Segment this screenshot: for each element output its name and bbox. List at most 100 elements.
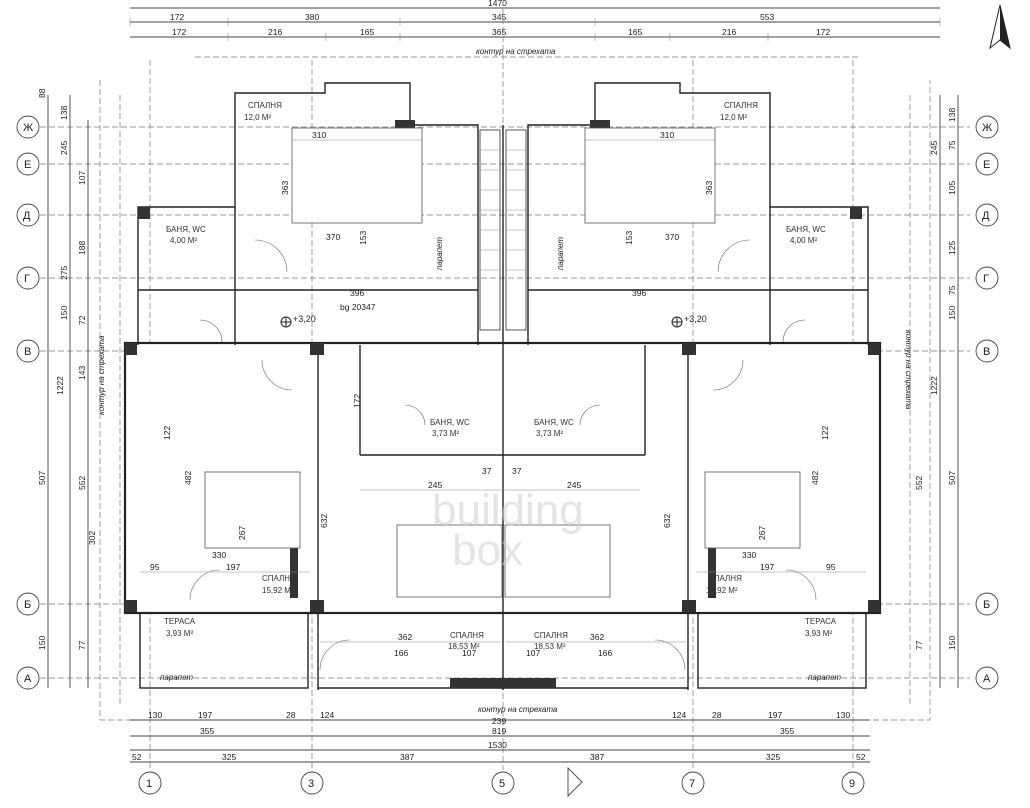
dim-right-a-5: 125 (947, 241, 957, 255)
dim-inner-267-left: 267 (237, 526, 247, 540)
dim-right-a-8: 507 (947, 471, 957, 485)
dim-left-b-4: 302 (87, 531, 97, 545)
dim-inner-396-right: 396 (632, 288, 646, 298)
axis-bubble-1 (138, 771, 162, 795)
axis-label-left-e: Е (24, 159, 31, 171)
dim-inner-122-left: 122 (162, 426, 172, 440)
left-dimension-chains: 88 138 245 275 150 72 143 507 150 1222 1… (37, 88, 97, 688)
dim-inner-310-right: 310 (660, 130, 674, 140)
label-parapet-left: парапет (160, 673, 193, 682)
dim-top-r1-1: 172 (170, 12, 184, 22)
right-axis-bubbles: Ж Е Д Г В Б А (975, 115, 999, 690)
dim-inner-482-left: 482 (183, 471, 193, 485)
dim-bot-r4-6: 52 (856, 752, 866, 762)
axis-label-left-zh: Ж (23, 122, 33, 134)
dim-inner-370-right: 370 (665, 232, 679, 242)
dim-inner-482-right: 482 (810, 471, 820, 485)
dim-top-r2-5: 165 (628, 27, 642, 37)
dim-top-r2-1: 172 (172, 27, 186, 37)
axis-label-right-e: Е (983, 159, 990, 171)
dim-bot-r4-3: 387 (400, 752, 414, 762)
dim-inner-122-right: 122 (820, 426, 830, 440)
dim-right-a-2: 75 (947, 140, 957, 150)
axis-label-right-g: Г (983, 273, 989, 285)
dim-right-a-7: 150 (947, 306, 957, 320)
dim-inner-166-left: 166 (394, 648, 408, 658)
axis-bubble-right-a (975, 666, 999, 690)
dim-inner-172: 172 (352, 394, 362, 408)
dim-left-b-2: 188 (77, 241, 87, 255)
dim-inner-95-left: 95 (150, 562, 160, 572)
dim-inner-197-left: 197 (226, 562, 240, 572)
dim-inner-363-left: 363 (280, 181, 290, 195)
bed-mid-right (704, 471, 801, 549)
axis-label-9: 9 (849, 778, 855, 790)
dim-bot-r1-3: 28 (286, 710, 296, 720)
room-labels: СПАЛНЯ 12,0 M² СПАЛНЯ 12,0 M² БАНЯ, WC 4… (160, 101, 841, 682)
dim-bot-r1-7: 28 (712, 710, 722, 720)
dim-top-r1-2: 380 (305, 12, 319, 22)
axis-bubble-right-b (975, 592, 999, 616)
room-area-terrace-right: 3,93 M² (805, 629, 832, 638)
door-swings (189, 239, 817, 671)
dim-inner-330-left: 330 (212, 550, 226, 560)
dim-top-r2-3: 165 (360, 27, 374, 37)
dim-left-a-1: 88 (37, 88, 47, 98)
dim-top-r2-4: 365 (492, 27, 506, 37)
dim-inner-197-right: 197 (760, 562, 774, 572)
dim-inner-363-right: 363 (704, 181, 714, 195)
terrace-left-outline (139, 612, 309, 689)
dim-inner-396-left: 396 (350, 288, 364, 298)
axis-bubble-left-g (16, 266, 40, 290)
label-roof-contour-bottom: контур на стрехата (478, 705, 558, 714)
room-area-bedroom-bottom-left: 18,53 M² (448, 642, 480, 651)
dim-inner-245-left: 245 (428, 480, 442, 490)
dim-inner-153-left: 153 (358, 231, 368, 245)
level-right: +3,20 (684, 314, 707, 324)
dim-bot-r1-5: 239 (492, 716, 506, 726)
axis-bubble-left-d (16, 203, 40, 227)
dim-right-a-6: 75 (947, 285, 957, 295)
dim-left-a-8: 507 (37, 471, 47, 485)
dim-right-a-9: 150 (947, 636, 957, 650)
dim-bot-r2-2: 819 (492, 726, 506, 736)
dim-inner-632-right: 632 (662, 514, 672, 528)
dim-inner-267-right: 267 (757, 526, 767, 540)
dim-inner-362-left: 362 (398, 632, 412, 642)
dim-right-a-1: 138 (947, 108, 957, 122)
watermark: building box bg 20347 (340, 302, 584, 575)
dim-bot-r1-2: 197 (198, 710, 212, 720)
room-name-bedroom-mid-right: СПАЛНЯ (708, 574, 742, 583)
axis-bubble-left-b (16, 592, 40, 616)
axis-label-1: 1 (146, 778, 152, 790)
dim-inner-166-right: 166 (598, 648, 612, 658)
axis-bubble-left-zh (16, 115, 40, 139)
axis-bubble-right-g (975, 266, 999, 290)
axis-bubble-9 (841, 771, 865, 795)
level-marks: +3,20 +3,20 (280, 314, 707, 328)
dim-inner-632-left: 632 (319, 514, 329, 528)
dim-bot-r2-1: 355 (200, 726, 214, 736)
room-area-bedroom-top-right: 12,0 M² (720, 113, 747, 122)
dim-bot-r1-9: 130 (836, 710, 850, 720)
room-name-bath-center-left: БАНЯ, WC (430, 418, 470, 427)
dim-bot-r4-5: 325 (766, 752, 780, 762)
axis-bubble-5 (491, 771, 515, 795)
furniture-beds (204, 127, 801, 598)
room-name-bath-center-right: БАНЯ, WC (534, 418, 574, 427)
dim-right-b-2: 77 (914, 640, 924, 650)
axis-bubble-left-e (16, 152, 40, 176)
dim-inner-153-right: 153 (624, 231, 634, 245)
room-area-bedroom-bottom-right: 18,53 M² (534, 642, 566, 651)
dim-left-b-1: 107 (77, 171, 87, 185)
dim-inner-330-right: 330 (742, 550, 756, 560)
watermark-line2: box (452, 526, 523, 575)
dim-top-r2-2: 216 (268, 27, 282, 37)
bottom-axis-bubbles: 1 3 5 7 9 (138, 766, 865, 798)
axis-label-7: 7 (689, 778, 695, 790)
dim-right-overall: 1222 (929, 376, 939, 395)
dim-bot-r1-6: 124 (672, 710, 686, 720)
dim-left-b-3: 552 (77, 476, 87, 490)
axis-bubble-right-e (975, 152, 999, 176)
dim-inner-37-right: 37 (512, 466, 522, 476)
